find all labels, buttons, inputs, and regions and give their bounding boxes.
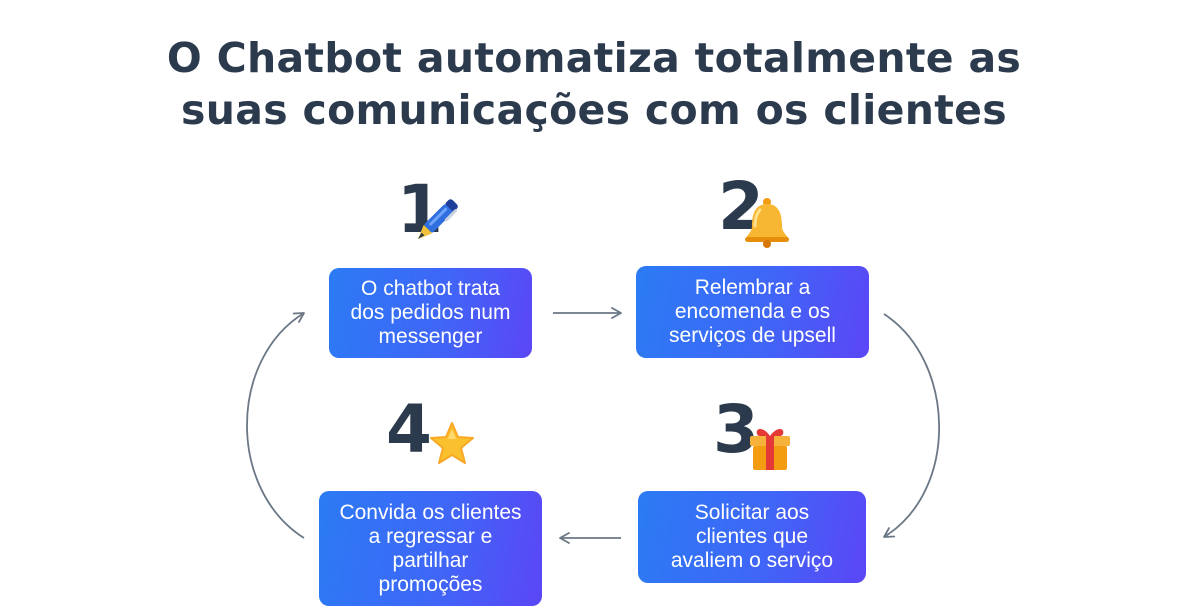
bell-icon xyxy=(745,198,789,248)
step-4-line-3: partilhar xyxy=(392,548,469,572)
step-4-number: 4 xyxy=(386,391,432,468)
step-1-line-3: messenger xyxy=(378,325,483,348)
step-1-line-1: O chatbot trata xyxy=(361,277,500,300)
title-line-2: suas comunicações com os clientes xyxy=(181,86,1007,134)
arrow-step2-to-step3 xyxy=(883,313,941,538)
step-1-card: O chatbot trata dos pedidos num messenge… xyxy=(329,268,532,358)
step-4-line-1: Convida os clientes xyxy=(339,500,522,524)
step-4-line-2: a regressar e xyxy=(368,524,493,548)
step-4-line-4: promoções xyxy=(378,572,483,596)
step-1-number: 1 xyxy=(397,171,443,248)
step-3-number: 3 xyxy=(713,391,759,468)
title-line-1: O Chatbot automatiza totalmente as xyxy=(166,34,1022,82)
step-3-line-3: avaliem o serviço xyxy=(670,549,834,572)
step-3-line-1: Solicitar aos xyxy=(694,501,810,524)
step-1-line-2: dos pedidos num xyxy=(350,301,511,324)
step-2-line-3: serviços de upsell xyxy=(669,324,836,347)
step-2-line-1: Relembrar a xyxy=(694,276,811,299)
step-4-card: Convida os clientes a regressar e partil… xyxy=(319,491,542,606)
step-2-card: Relembrar a encomenda e os serviços de u… xyxy=(636,266,869,358)
step-2-line-2: encomenda e os xyxy=(674,300,831,323)
page-title: O Chatbot automatiza totalmente as suas … xyxy=(0,32,1188,136)
step-3-card: Solicitar aos clientes que avaliem o ser… xyxy=(638,491,866,583)
arrow-step4-to-step1 xyxy=(246,312,305,539)
gift-icon xyxy=(750,429,790,470)
star-icon xyxy=(430,422,474,464)
step-3-line-2: clientes que xyxy=(695,525,809,548)
pen-icon xyxy=(418,199,458,239)
